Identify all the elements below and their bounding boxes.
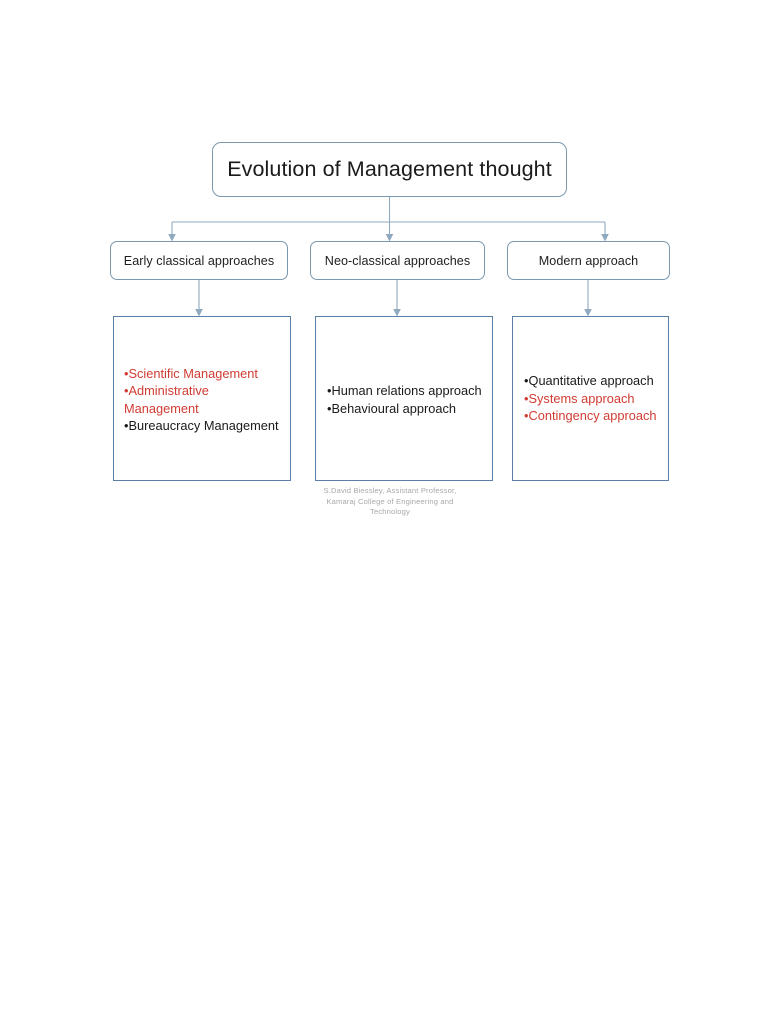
credit-attribution: S.David Biessley, Assistant Professor, K… [300, 486, 480, 518]
root-node-label: Evolution of Management thought [227, 157, 552, 181]
bullet-item: •Bureaucracy Management [124, 417, 283, 435]
bullet-item-label: Contingency approach [528, 408, 657, 424]
bullet-item: •Quantitative approach [524, 372, 661, 390]
bullet-list: •Human relations approach•Behavioural ap… [316, 382, 492, 417]
category-node-modern-approach[interactable]: Modern approach [507, 241, 670, 280]
bullet-dot-icon: • [524, 408, 529, 424]
root-node-evolution-of-management-thought[interactable]: Evolution of Management thought [212, 142, 567, 197]
bullet-dot-icon: • [524, 373, 529, 389]
bullet-item: •Systems approach [524, 390, 661, 408]
bullet-item-label: Behavioural approach [331, 400, 456, 416]
credit-line-1: S.David Biessley, Assistant Professor, [323, 486, 457, 495]
bullet-item: •Administrative Management [124, 382, 283, 417]
bullet-item: •Behavioural approach [327, 400, 485, 418]
bullet-item-label: Scientific Management [128, 365, 258, 381]
bullet-item: •Contingency approach [524, 407, 661, 425]
bullet-item-label: Bureaucracy Management [128, 418, 279, 433]
bullet-list: •Quantitative approach•Systems approach•… [513, 372, 668, 425]
category-node-label: Early classical approaches [123, 253, 275, 268]
detail-panel-neo-classical-approaches[interactable]: •Human relations approach•Behavioural ap… [315, 316, 493, 481]
bullet-dot-icon: • [327, 383, 332, 398]
bullet-item-label: Administrative Management [124, 383, 209, 416]
category-node-label: Neo-classical approaches [324, 253, 471, 268]
category-node-label: Modern approach [538, 253, 639, 268]
bullet-item-label: Quantitative approach [528, 373, 654, 389]
bullet-dot-icon: • [327, 400, 332, 416]
bullet-list: •Scientific Management•Administrative Ma… [114, 365, 290, 435]
bullet-item: •Scientific Management [124, 365, 283, 383]
bullet-item: •Human relations approach [327, 382, 485, 400]
category-node-neo-classical-approaches[interactable]: Neo-classical approaches [310, 241, 485, 280]
bullet-dot-icon: • [524, 390, 529, 406]
bullet-item-label: Systems approach [528, 390, 635, 406]
credit-line-2: Kamaraj College of Engineering and [326, 496, 454, 506]
detail-panel-modern-approach[interactable]: •Quantitative approach•Systems approach•… [512, 316, 669, 481]
detail-panel-early-classical-approaches[interactable]: •Scientific Management•Administrative Ma… [113, 316, 291, 481]
bullet-dot-icon: • [124, 365, 129, 381]
bullet-dot-icon: • [124, 418, 129, 433]
bullet-item-label: Human relations approach [331, 383, 482, 398]
credit-line-3: Technology [370, 507, 410, 516]
bullet-dot-icon: • [124, 383, 129, 398]
category-node-early-classical-approaches[interactable]: Early classical approaches [110, 241, 288, 280]
